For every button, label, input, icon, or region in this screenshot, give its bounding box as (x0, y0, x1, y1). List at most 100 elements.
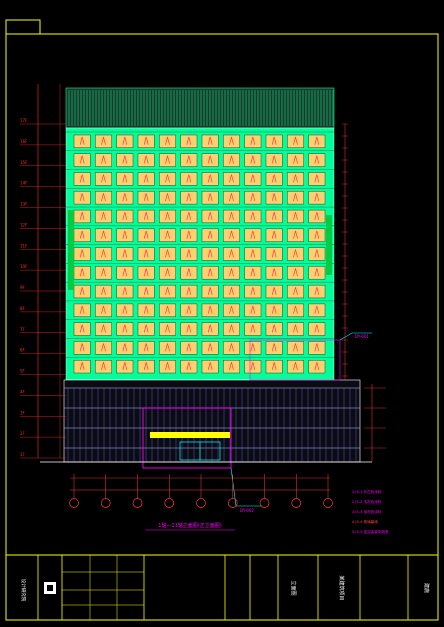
window-pane (95, 341, 112, 355)
window-pane (180, 266, 198, 280)
window-pane (116, 284, 134, 299)
window-open-mark (186, 343, 192, 352)
window-open-mark (186, 211, 192, 220)
axis-bubble (69, 498, 79, 508)
roof-parapet (65, 87, 335, 129)
window-open-mark (229, 193, 234, 202)
window-pane (308, 284, 326, 299)
window-open-mark (165, 155, 170, 164)
level-label: 6F (20, 348, 26, 353)
window-pane (308, 247, 326, 261)
window-open-mark (79, 268, 85, 277)
window-pane (180, 134, 198, 148)
window-pane (287, 266, 304, 280)
window-open-mark (143, 305, 149, 314)
window-open-mark (314, 174, 320, 183)
window-pane (137, 284, 155, 299)
window-open-mark (79, 230, 85, 239)
window-pane (308, 303, 326, 317)
window-open-mark (143, 136, 149, 145)
window-pane (265, 284, 283, 299)
window-open-mark (271, 193, 277, 202)
axis-bubble (100, 498, 111, 508)
window-open-mark (122, 343, 128, 352)
window-open-mark (229, 249, 234, 258)
window-pane (137, 228, 155, 242)
title-drawing: 立面图 (290, 580, 297, 595)
window-pane (201, 209, 219, 224)
window-pane (265, 322, 283, 336)
window-open-mark (122, 305, 128, 314)
level-label: 10F (20, 264, 28, 269)
window-pane (223, 284, 240, 299)
window-pane (159, 153, 176, 167)
window-open-mark (250, 287, 256, 296)
window-open-mark (165, 343, 170, 352)
window-pane (116, 341, 134, 355)
window-open-mark (186, 230, 192, 239)
window-open-mark (122, 362, 128, 371)
window-open-mark (250, 155, 256, 164)
window-open-mark (207, 362, 213, 371)
window-open-mark (271, 249, 277, 258)
window-open-mark (143, 287, 149, 296)
window-open-mark (250, 230, 256, 239)
window-pane (265, 266, 283, 280)
window-pane (223, 247, 240, 261)
window-open-mark (165, 249, 170, 258)
window-open-mark (79, 211, 85, 220)
level-label: 15F (20, 160, 28, 165)
feature-strip-left (68, 210, 74, 290)
window-pane (308, 322, 326, 336)
window-pane (159, 228, 176, 242)
window-pane (180, 360, 198, 374)
level-label: 8F (20, 306, 26, 311)
window-open-mark (207, 155, 213, 164)
window-open-mark (314, 193, 320, 202)
window-open-mark (122, 211, 128, 220)
elevation-title: 1轴—11轴立面图(正立面图) (158, 522, 221, 529)
window-pane (137, 341, 155, 355)
window-open-mark (293, 136, 298, 145)
window-pane (73, 153, 91, 167)
axis-bubble (291, 498, 302, 508)
window-open-mark (186, 362, 192, 371)
window-open-mark (101, 155, 106, 164)
title-block: 设计研究院 某建筑项目 立面图 建施 (6, 554, 438, 620)
window-open-mark (101, 268, 106, 277)
window-pane (244, 228, 262, 242)
window-pane (73, 303, 91, 317)
window-pane (116, 134, 134, 148)
window-pane (201, 303, 219, 317)
window-pane (180, 228, 198, 242)
window-pane (137, 266, 155, 280)
window-open-mark (101, 211, 106, 220)
window-open-mark (143, 362, 149, 371)
window-open-mark (293, 230, 298, 239)
window-pane (137, 360, 155, 374)
window-open-mark (229, 305, 234, 314)
window-open-mark (186, 155, 192, 164)
window-open-mark (207, 193, 213, 202)
window-open-mark (271, 155, 277, 164)
window-open-mark (293, 324, 298, 333)
window-pane (159, 172, 176, 186)
window-pane (265, 209, 283, 224)
window-open-mark (314, 230, 320, 239)
window-open-mark (229, 230, 234, 239)
window-open-mark (122, 249, 128, 258)
axis-bubble (164, 498, 175, 508)
window-pane (137, 322, 155, 336)
window-open-mark (165, 174, 170, 183)
window-pane (265, 191, 283, 205)
window-pane (223, 303, 240, 317)
window-open-mark (79, 155, 85, 164)
window-pane (244, 247, 262, 261)
window-pane (223, 228, 240, 242)
level-label: 2F (20, 431, 26, 436)
window-pane (201, 360, 219, 374)
window-open-mark (293, 249, 298, 258)
window-pane (308, 134, 326, 148)
title-sheet-no: 建施 (423, 583, 430, 593)
